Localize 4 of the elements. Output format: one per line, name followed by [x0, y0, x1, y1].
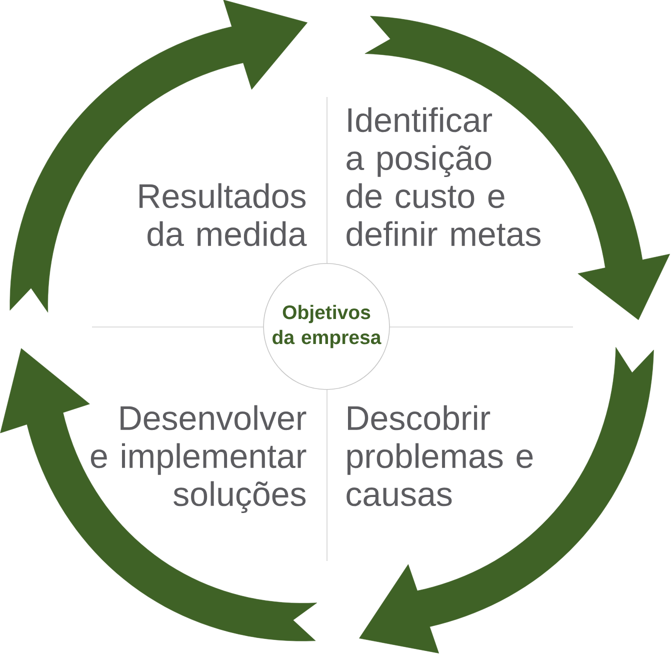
stage-label: Identificar a posição de custo e definir metas: [346, 107, 540, 246]
stage-label: Resultados da medida: [140, 183, 307, 246]
stage-label: Desenvolver e implementar soluções: [90, 405, 306, 514]
stage-label: Descobrir problemas e causas: [346, 405, 533, 506]
